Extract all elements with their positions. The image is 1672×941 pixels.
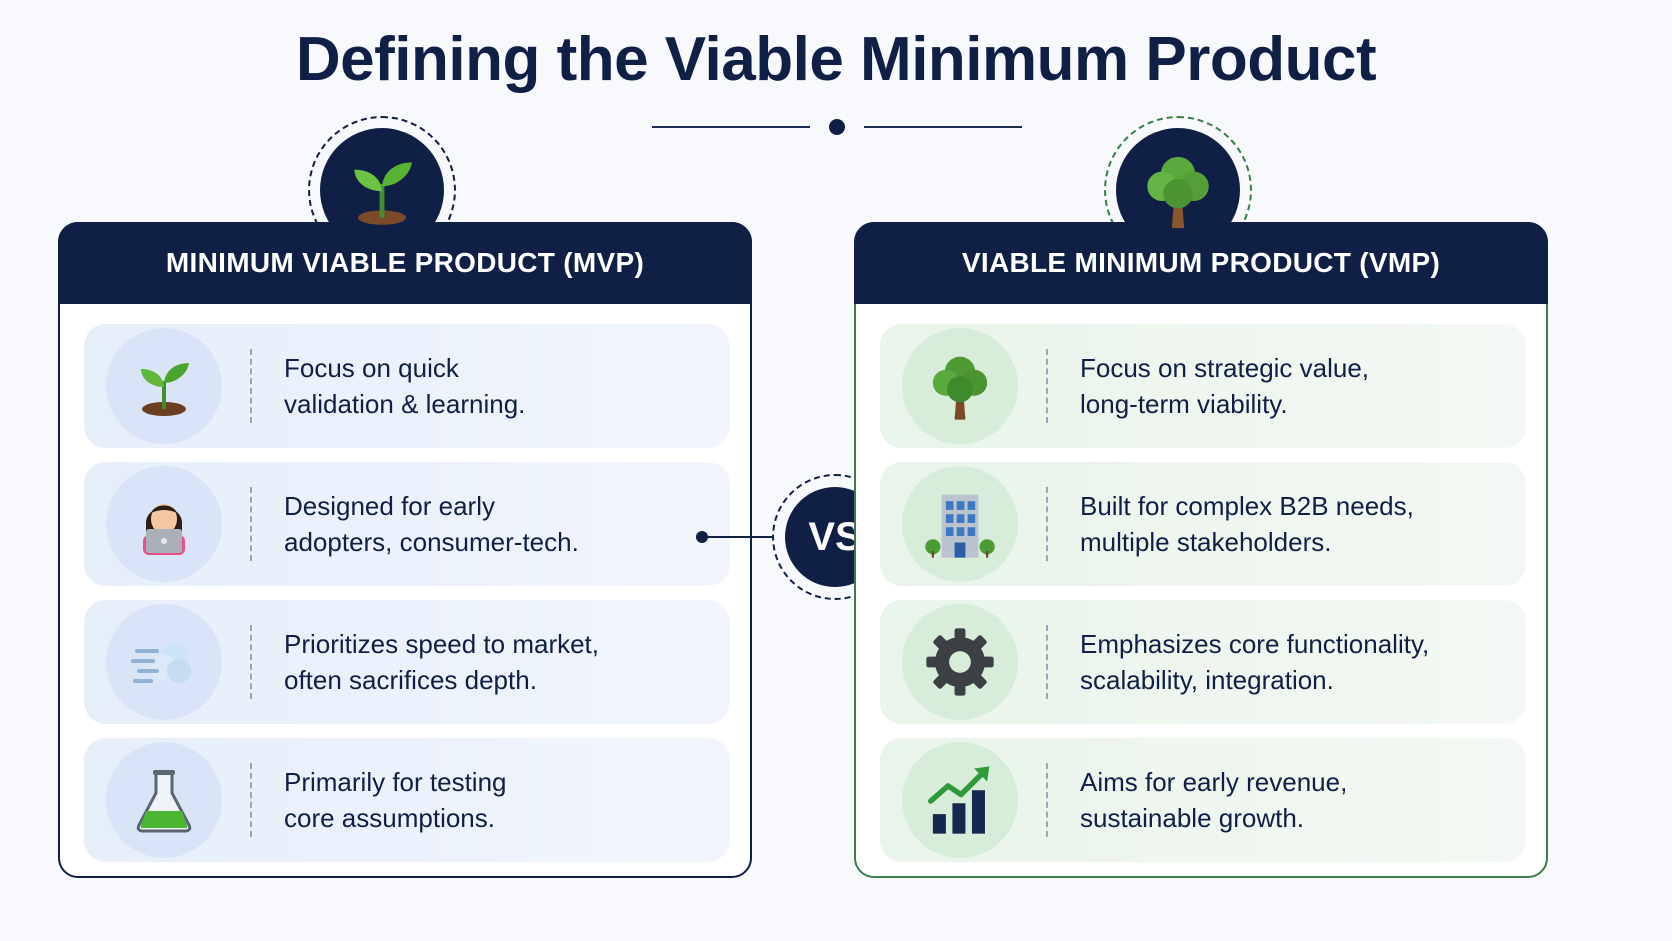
row-separator bbox=[250, 763, 252, 837]
mvp-item-text: Prioritizes speed to market, often sacri… bbox=[284, 629, 600, 695]
row-separator bbox=[250, 487, 252, 561]
title-divider bbox=[652, 112, 1022, 142]
divider-line-right bbox=[864, 126, 1022, 128]
row-separator bbox=[1046, 487, 1048, 561]
vs-dot-left bbox=[696, 531, 708, 543]
seedling-icon bbox=[354, 162, 412, 225]
mvp-panel: MINIMUM VIABLE PRODUCT (MVP) Focus on qu… bbox=[58, 222, 752, 878]
vs-line-left bbox=[704, 536, 772, 538]
mvp-badge bbox=[320, 128, 444, 252]
row-separator bbox=[1046, 763, 1048, 837]
flask-icon bbox=[106, 742, 222, 858]
seedling-icon bbox=[106, 328, 222, 444]
mvp-item-text: Designed for early adopters, consumer-te… bbox=[284, 491, 579, 557]
vmp-item-text: Focus on strategic value, long-term viab… bbox=[1080, 353, 1370, 419]
vmp-item-text: Aims for early revenue, sustainable grow… bbox=[1080, 767, 1348, 833]
vmp-item: Built for complex B2B needs, multiple st… bbox=[880, 462, 1526, 586]
divider-dot bbox=[829, 119, 845, 135]
speed-wind-icon bbox=[106, 604, 222, 720]
vmp-item: Emphasizes core functionality, scalabili… bbox=[880, 600, 1526, 724]
vmp-badge bbox=[1116, 128, 1240, 252]
gear-icon bbox=[902, 604, 1018, 720]
mvp-item: Primarily for testing core assumptions. bbox=[84, 738, 730, 862]
divider-line-left bbox=[652, 126, 810, 128]
mvp-item-text: Focus on quick validation & learning. bbox=[284, 353, 526, 419]
tree-icon bbox=[902, 328, 1018, 444]
row-separator bbox=[250, 625, 252, 699]
tree-icon bbox=[1147, 156, 1209, 229]
vmp-list: Focus on strategic value, long-term viab… bbox=[880, 324, 1526, 876]
vmp-item-text: Built for complex B2B needs, multiple st… bbox=[1080, 491, 1414, 557]
mvp-item: Focus on quick validation & learning. bbox=[84, 324, 730, 448]
office-building-icon bbox=[902, 466, 1018, 582]
vmp-panel: VIABLE MINIMUM PRODUCT (VMP) Focus on st… bbox=[854, 222, 1548, 878]
row-separator bbox=[1046, 625, 1048, 699]
mvp-list: Focus on quick validation & learning. De… bbox=[84, 324, 730, 876]
vmp-item: Focus on strategic value, long-term viab… bbox=[880, 324, 1526, 448]
mvp-item-text: Primarily for testing core assumptions. bbox=[284, 767, 507, 833]
row-separator bbox=[250, 349, 252, 423]
mvp-item: Designed for early adopters, consumer-te… bbox=[84, 462, 730, 586]
vmp-item: Aims for early revenue, sustainable grow… bbox=[880, 738, 1526, 862]
person-laptop-icon bbox=[106, 466, 222, 582]
growth-chart-icon bbox=[902, 742, 1018, 858]
row-separator bbox=[1046, 349, 1048, 423]
page-title: Defining the Viable Minimum Product bbox=[295, 25, 1377, 94]
mvp-item: Prioritizes speed to market, often sacri… bbox=[84, 600, 730, 724]
vmp-item-text: Emphasizes core functionality, scalabili… bbox=[1080, 629, 1430, 695]
